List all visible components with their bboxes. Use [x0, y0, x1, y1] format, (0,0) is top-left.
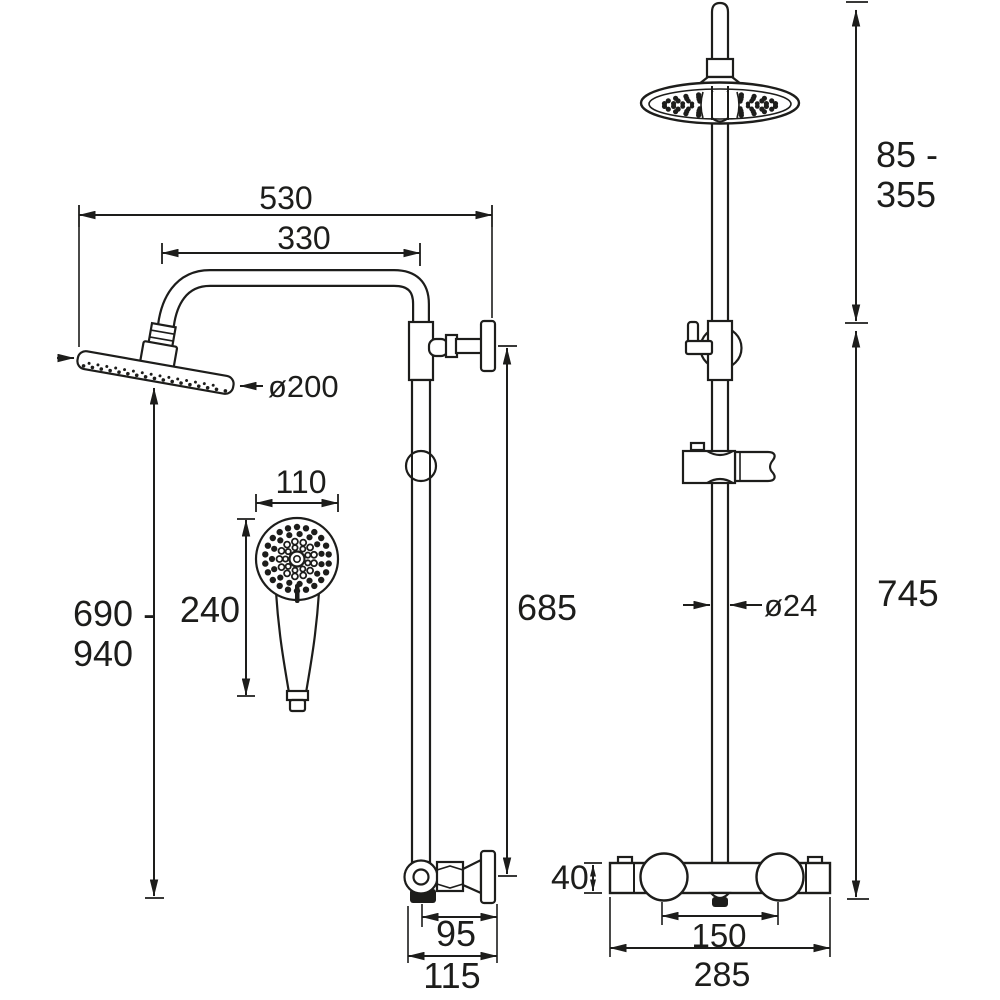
holder-body — [681, 449, 737, 485]
dimension-285: 285 — [609, 897, 831, 994]
dimension-label-line1: 85 - — [876, 134, 938, 175]
dimension-label: ø200 — [268, 369, 339, 404]
dimension-label-line1: 690 - — [73, 593, 155, 634]
side-view: 530 330 ø200 110 240 — [57, 180, 577, 996]
bracket-lever — [684, 339, 714, 356]
dimension-40: 40 — [551, 859, 602, 897]
dimension-label: 285 — [694, 956, 751, 994]
dimension-115: 115 — [407, 906, 498, 996]
handset-hub-dot — [292, 554, 301, 563]
overhead-head-front — [639, 81, 801, 125]
dimension-530: 530 — [78, 180, 493, 347]
dimension-label-line2: 940 — [73, 633, 133, 674]
wall-plate-bottom — [479, 849, 497, 905]
dimension-label: ø24 — [764, 588, 817, 623]
dimension-label: 745 — [877, 573, 939, 614]
handset-spray-nozzles — [262, 523, 332, 595]
head-collar — [705, 57, 735, 79]
elbow-screw — [412, 868, 430, 886]
dimension-label: 110 — [275, 464, 326, 500]
dimension-riser-diameter: ø24 — [683, 588, 817, 623]
dimension-150: 150 — [661, 902, 779, 954]
dimension-label: 685 — [517, 587, 577, 628]
dimension-head-diameter: ø200 — [57, 353, 339, 404]
head-centre-band — [702, 92, 738, 118]
elbow-cone — [461, 858, 483, 895]
dimension-label: 115 — [423, 955, 480, 996]
bracket-stem — [454, 337, 484, 355]
handset-side — [254, 516, 340, 713]
dimension-110: 110 — [255, 464, 339, 512]
dimension-745: 745 — [847, 330, 939, 900]
dimension-label: 530 — [259, 180, 312, 216]
dimension-85-355: 85 - 355 — [845, 1, 938, 324]
shower-arm — [157, 269, 430, 334]
head-spray-nozzles — [81, 361, 228, 393]
handset-handle — [274, 590, 321, 695]
overhead-head-side — [76, 321, 235, 395]
dimension-label-line2: 355 — [876, 174, 936, 215]
hose-retaining-ring — [404, 449, 438, 483]
holder-cradle — [733, 450, 776, 483]
front-view: 85 - 355 745 ø24 40 150 — [551, 1, 939, 994]
dimension-label: 240 — [180, 589, 240, 630]
dimension-690-940: 690 - 940 — [73, 387, 164, 899]
holder-clip — [689, 441, 706, 452]
bracket-lever-tip — [686, 320, 700, 345]
dimension-685: 685 — [498, 345, 577, 877]
top-wall-bracket-side — [427, 319, 497, 373]
head-inner-rim — [648, 88, 792, 120]
thermostatic-valve — [608, 852, 832, 907]
riser-pipe-front — [710, 1, 730, 865]
outlet-elbow-side — [403, 849, 497, 905]
handset-inlet-nut — [285, 689, 310, 702]
handset-holder — [681, 441, 776, 485]
valve-control-right — [755, 852, 805, 902]
dimension-label: 95 — [436, 913, 476, 954]
valve-control-left — [639, 852, 689, 902]
elbow-body — [403, 859, 439, 895]
riser-wall-bracket — [684, 319, 743, 382]
dimension-330: 330 — [161, 220, 421, 266]
valve-outlet — [712, 897, 728, 907]
dimension-240: 240 — [180, 518, 255, 697]
riser-pipe-side — [404, 320, 438, 864]
handset-mode-lever — [295, 584, 300, 603]
dimension-label: 330 — [277, 220, 330, 256]
wall-plate-top — [479, 319, 497, 373]
dimension-95: 95 — [421, 904, 498, 963]
handset-inlet — [288, 698, 307, 713]
dimension-label: 40 — [551, 859, 589, 897]
handset-hub-ring — [288, 550, 306, 568]
